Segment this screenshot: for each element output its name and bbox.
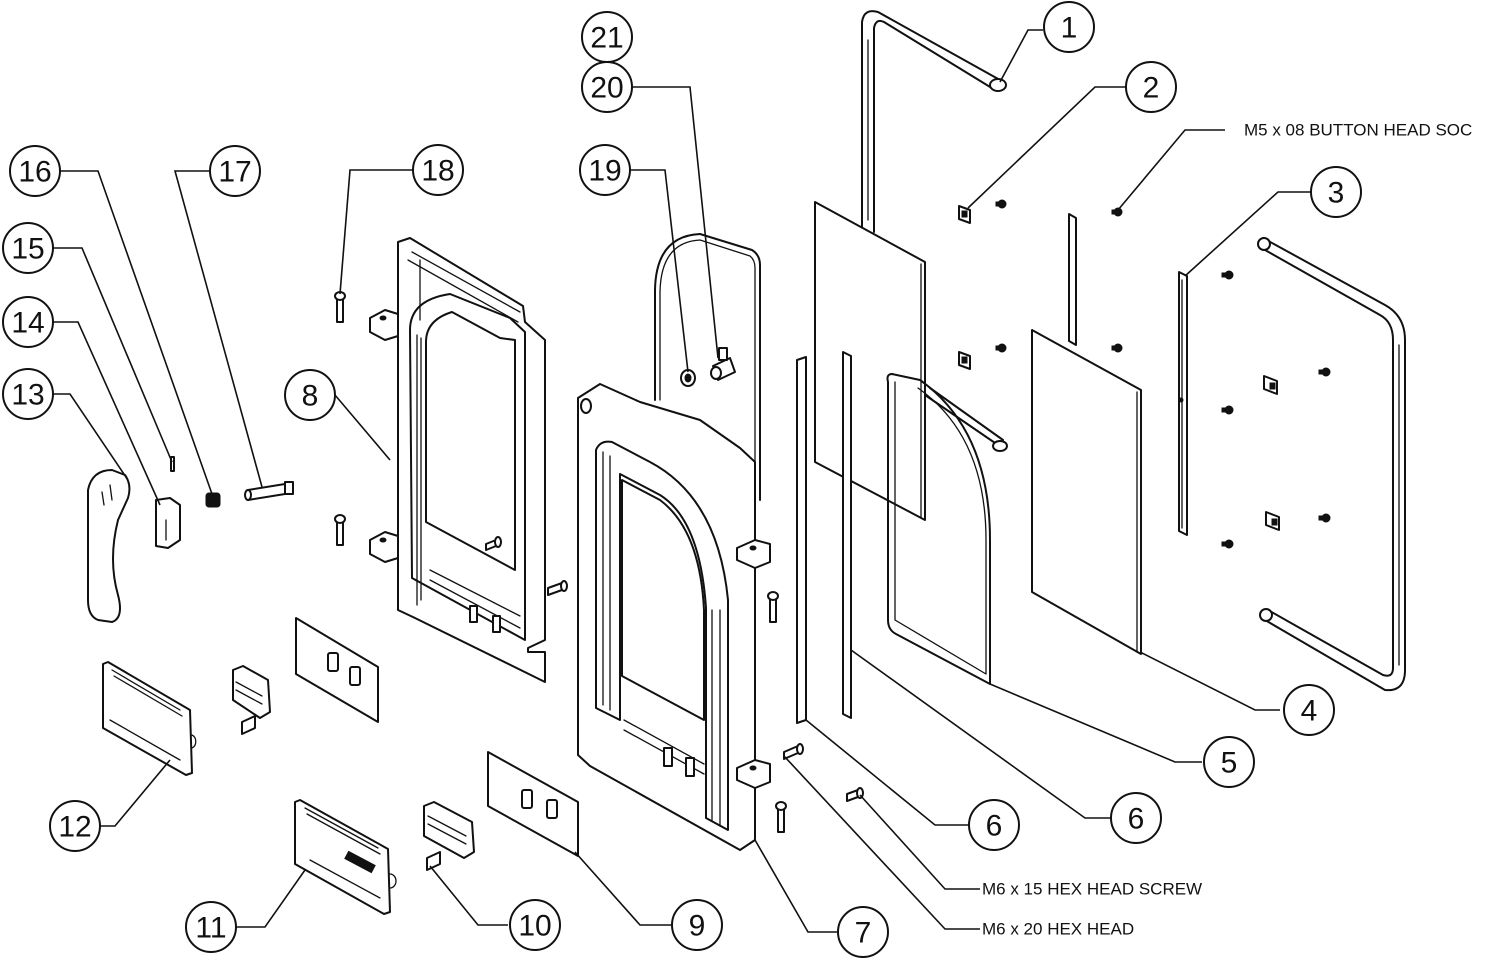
retaining-strip-center — [1068, 213, 1077, 346]
part-9-gasket-top — [295, 617, 379, 723]
part-11-air-slide-cover — [294, 799, 397, 915]
balloon-1: 1 — [1043, 1, 1095, 53]
part-15-pin — [170, 456, 175, 472]
part-1-rope-seal — [861, 10, 1007, 233]
part-21-door-seal — [654, 233, 761, 501]
part-7-hinge-lugs — [736, 539, 771, 789]
part-3-clips — [1263, 375, 1280, 531]
part-6-side-strips — [796, 351, 852, 724]
part-10-slider-top — [232, 665, 271, 735]
part-20-spindle-nut — [710, 347, 736, 381]
part-19-washer — [680, 369, 696, 387]
note-hex-head-20: M6 x 20 HEX HEAD — [982, 920, 1134, 939]
svg-text:10: 10 — [518, 910, 551, 943]
note-button-head-screw: M5 x 08 BUTTON HEAD SOC — [1244, 121, 1472, 140]
hex-head-screws — [783, 743, 864, 802]
svg-text:19: 19 — [588, 155, 621, 188]
glass-panel-front — [814, 201, 926, 521]
svg-text:8: 8 — [302, 380, 319, 413]
svg-text:20: 20 — [590, 72, 623, 105]
balloon-17: 17 — [209, 145, 261, 197]
part-12-air-slide-cover — [102, 661, 197, 776]
svg-text:15: 15 — [11, 233, 44, 266]
balloon-9: 9 — [671, 899, 723, 951]
part-18-hinge-pins — [334, 291, 346, 546]
svg-text:9: 9 — [689, 910, 706, 943]
glass-panel-rear — [1031, 329, 1142, 655]
button-head-screws-set-b — [1221, 270, 1331, 549]
balloon-11: 11 — [185, 901, 237, 953]
svg-text:16: 16 — [18, 156, 51, 189]
balloon-2: 2 — [1125, 61, 1177, 113]
svg-text:13: 13 — [11, 379, 44, 412]
balloon-10: 10 — [509, 899, 561, 951]
balloon-13: 13 — [2, 368, 54, 420]
part-8-hinge-lugs — [369, 309, 399, 563]
leader-lines — [50, 29, 1313, 933]
hinge-pins-frame-7 — [767, 591, 787, 833]
balloon-8: 8 — [284, 369, 336, 421]
svg-text:5: 5 — [1221, 747, 1238, 780]
svg-text:1: 1 — [1061, 12, 1078, 45]
part-16-spring — [205, 492, 221, 508]
svg-text:18: 18 — [421, 155, 454, 188]
balloon-14: 14 — [2, 296, 54, 348]
svg-text:21: 21 — [590, 22, 623, 55]
part-14-latch — [155, 497, 181, 549]
svg-text:3: 3 — [1328, 177, 1345, 210]
svg-text:12: 12 — [58, 811, 91, 844]
note-hex-head-screw-15: M6 x 15 HEX HEAD SCREW — [982, 880, 1202, 899]
part-3-retaining-strip — [1178, 271, 1188, 536]
svg-text:6: 6 — [986, 810, 1003, 843]
balloon-4: 4 — [1283, 684, 1335, 736]
part-5-rope-seal-arched — [886, 373, 1008, 685]
balloon-20: 20 — [581, 61, 633, 113]
balloon-3: 3 — [1310, 166, 1362, 218]
svg-text:14: 14 — [11, 307, 44, 340]
balloon-19: 19 — [579, 144, 631, 196]
balloon-16: 16 — [9, 145, 61, 197]
balloon-6b: 6 — [1110, 792, 1162, 844]
balloon-7: 7 — [837, 906, 889, 958]
svg-text:6: 6 — [1128, 803, 1145, 836]
svg-text:4: 4 — [1301, 695, 1318, 728]
part-7-outer-door-frame — [577, 383, 756, 851]
balloon-12: 12 — [49, 800, 101, 852]
part-13-handle — [87, 469, 131, 623]
part-9-gasket-bottom — [487, 751, 579, 857]
svg-text:17: 17 — [218, 156, 251, 189]
balloon-18: 18 — [412, 144, 464, 196]
part-8-inner-door-frame — [397, 237, 546, 683]
part-2-glass-clips — [958, 205, 971, 370]
frame-8-screws — [485, 536, 568, 596]
balloon-5: 5 — [1203, 736, 1255, 788]
button-head-screws-set-a — [995, 199, 1123, 353]
balloon-6a: 6 — [968, 799, 1020, 851]
svg-text:11: 11 — [195, 912, 226, 945]
svg-text:7: 7 — [855, 917, 872, 950]
balloon-21: 21 — [581, 11, 633, 63]
part-17-spindle — [244, 481, 294, 501]
part-4-rope-seal — [1257, 237, 1406, 692]
svg-text:2: 2 — [1143, 72, 1160, 105]
part-10-slider-bottom — [423, 801, 475, 871]
balloon-15: 15 — [2, 222, 54, 274]
